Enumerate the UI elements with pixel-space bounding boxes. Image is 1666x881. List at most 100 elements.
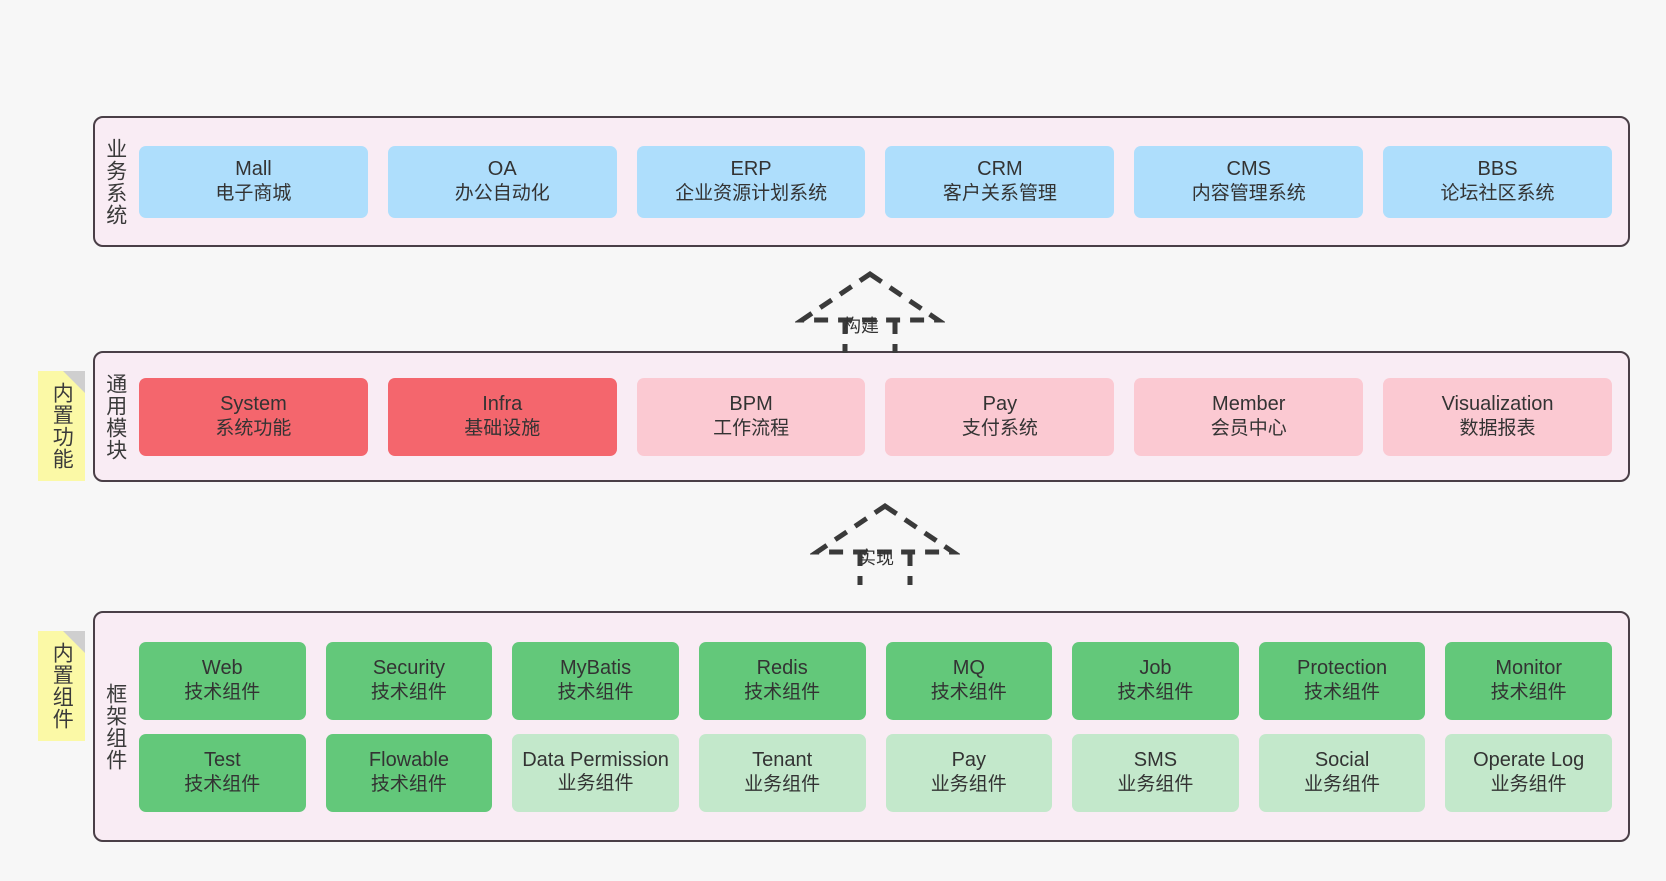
card-title: Job [1139,656,1172,679]
card-subtitle: 技术组件 [184,774,261,796]
card-title: Operate Log [1473,748,1585,771]
card-redis[interactable]: Redis 技术组件 [698,641,866,720]
card-protection[interactable]: Protection 技术组件 [1258,641,1426,720]
card-subtitle: 办公自动化 [454,183,550,205]
card-title: Web [201,656,243,679]
card-title: OA [487,157,517,180]
card-security[interactable]: Security 技术组件 [325,641,493,720]
card-subtitle: 技术组件 [184,682,261,704]
connector-build-label: 构建 [843,316,879,336]
card-subtitle: 论坛社区系统 [1440,183,1555,205]
card-subtitle: 技术组件 [557,682,634,704]
card-title: Redis [756,656,808,679]
card-row: Mall 电子商城 OA 办公自动化 ERP 企业资源计划系统 CRM 客户关系… [139,145,1612,218]
card-visualization[interactable]: Visualization 数据报表 [1383,377,1612,456]
card-mall[interactable]: Mall 电子商城 [139,145,368,218]
card-sms[interactable]: SMS 业务组件 [1072,733,1239,812]
card-title: MQ [952,656,985,679]
card-subtitle: 技术组件 [744,682,821,704]
card-crm[interactable]: CRM 客户关系管理 [885,145,1115,218]
card-title: System [220,392,287,415]
card-title: Pay [951,748,987,771]
card-title: ERP [730,157,772,180]
card-subtitle: 技术组件 [930,682,1007,704]
card-tenant[interactable]: Tenant 业务组件 [698,733,866,812]
card-subtitle: 会员中心 [1210,418,1287,440]
card-member[interactable]: Member 会员中心 [1134,377,1364,456]
layer-label-common-module: 通用模块 [103,372,127,461]
card-title: CRM [977,157,1023,180]
card-flowable[interactable]: Flowable 技术组件 [325,733,493,812]
card-title: Protection [1297,656,1388,679]
card-subtitle: 技术组件 [370,682,447,704]
card-subtitle: 业务组件 [744,774,821,796]
card-oa[interactable]: OA 办公自动化 [387,145,617,218]
card-job[interactable]: Job 技术组件 [1072,641,1239,720]
connector-implement: 实现 [808,500,962,585]
card-subtitle: 数据报表 [1459,418,1536,440]
layer-common-module: 通用模块 System 系统功能 Infra 基础设施 BPM 工作流程 Pay… [93,351,1630,482]
card-title: BPM [729,392,773,415]
card-monitor[interactable]: Monitor 技术组件 [1445,641,1612,720]
card-operate-log[interactable]: Operate Log 业务组件 [1445,733,1612,812]
card-mq[interactable]: MQ 技术组件 [885,641,1053,720]
card-subtitle: 电子商城 [215,183,292,205]
card-title: Mall [235,157,272,180]
card-subtitle: 内容管理系统 [1191,183,1306,205]
card-subtitle: 技术组件 [370,774,447,796]
card-subtitle: 企业资源计划系统 [675,183,828,205]
card-subtitle: 技术组件 [1304,682,1381,704]
card-data-permission[interactable]: Data Permission 业务组件 [512,733,679,812]
card-title: Visualization [1441,392,1554,415]
card-subtitle: 工作流程 [713,418,790,440]
card-row: Web 技术组件 Security 技术组件 MyBatis 技术组件 Redi… [139,641,1612,720]
sticky-note-builtin-component: 内置组件 [38,631,85,741]
card-erp[interactable]: ERP 企业资源计划系统 [636,145,866,218]
card-web[interactable]: Web 技术组件 [139,641,306,720]
card-pay-business[interactable]: Pay 业务组件 [885,733,1053,812]
card-title: MyBatis [560,656,632,679]
card-title: Test [203,748,241,771]
card-bpm[interactable]: BPM 工作流程 [636,377,866,456]
layer-framework-component: 框架组件 Web 技术组件 Security 技术组件 MyBatis 技术组件… [93,611,1630,842]
sticky-fold-icon [63,631,85,653]
card-subtitle: 业务组件 [1304,774,1381,796]
card-pay[interactable]: Pay 支付系统 [885,377,1115,456]
card-cms[interactable]: CMS 内容管理系统 [1134,145,1364,218]
card-title: Social [1314,748,1370,771]
card-infra[interactable]: Infra 基础设施 [387,377,617,456]
card-title: CMS [1226,157,1271,180]
card-subtitle: 基础设施 [464,418,541,440]
card-test[interactable]: Test 技术组件 [139,733,306,812]
layer-label-business-system: 业务系统 [103,137,127,226]
connector-build: 构建 [793,268,947,353]
card-title: Security [372,656,446,679]
card-row: System 系统功能 Infra 基础设施 BPM 工作流程 Pay 支付系统… [139,377,1612,456]
sticky-note-label: 内置组件 [50,642,74,730]
sticky-note-builtin-feature: 内置功能 [38,371,85,481]
card-title: Monitor [1495,656,1563,679]
card-title: Infra [482,392,523,415]
layer-body-framework-component: Web 技术组件 Security 技术组件 MyBatis 技术组件 Redi… [135,613,1628,840]
layer-business-system: 业务系统 Mall 电子商城 OA 办公自动化 ERP 企业资源计划系统 CRM… [93,116,1630,247]
card-mybatis[interactable]: MyBatis 技术组件 [512,641,679,720]
connector-implement-label: 实现 [858,548,894,568]
card-title: Data Permission [522,749,669,772]
card-row: Test 技术组件 Flowable 技术组件 Data Permission … [139,733,1612,812]
layer-body-common-module: System 系统功能 Infra 基础设施 BPM 工作流程 Pay 支付系统… [135,353,1628,480]
card-title: Pay [982,392,1018,415]
card-title: SMS [1133,748,1178,771]
card-subtitle: 支付系统 [961,418,1038,440]
card-subtitle: 业务组件 [930,774,1007,796]
card-subtitle: 客户关系管理 [942,183,1057,205]
card-subtitle: 系统功能 [215,418,292,440]
generalization-arrow-icon [793,270,947,353]
layer-body-business-system: Mall 电子商城 OA 办公自动化 ERP 企业资源计划系统 CRM 客户关系… [135,118,1628,245]
card-title: Member [1212,392,1286,415]
card-bbs[interactable]: BBS 论坛社区系统 [1383,145,1612,218]
sticky-note-label: 内置功能 [50,382,74,470]
card-social[interactable]: Social 业务组件 [1258,733,1426,812]
card-system[interactable]: System 系统功能 [139,377,368,456]
card-title: Tenant [752,748,813,771]
